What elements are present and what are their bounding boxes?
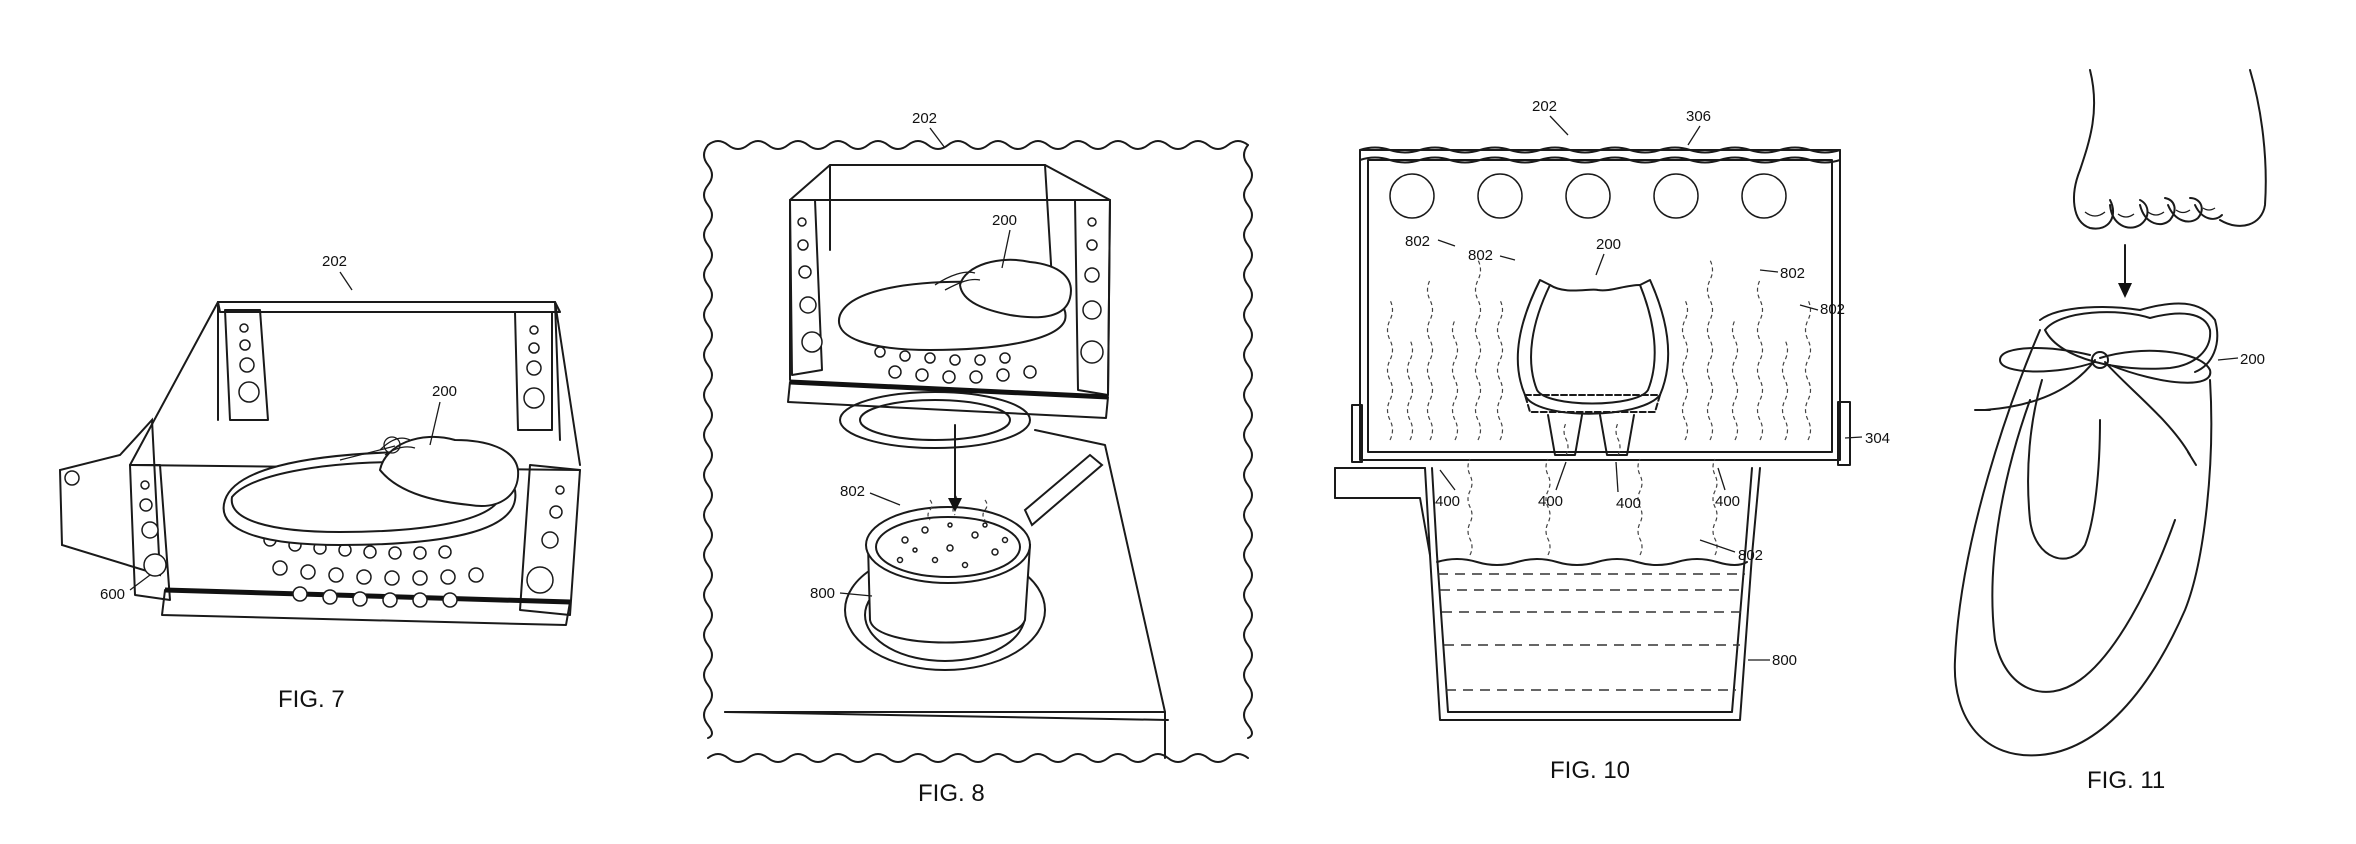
fig7-label-600: 600 [100, 586, 125, 603]
fig8-box-top [789, 164, 1111, 201]
fig11-shoe-collar [2039, 302, 2219, 373]
fig11-foot [2079, 69, 2267, 227]
fig7-label-202: 202 [322, 253, 347, 270]
fig8-label-200: 200 [992, 212, 1017, 229]
fig8-frame-right [1243, 144, 1253, 739]
fig10-label-400-c: 400 [1616, 495, 1641, 512]
fig8-shoe-upper [958, 258, 1072, 319]
fig8-post-holes [797, 217, 1104, 364]
fig8-label-800: 800 [810, 585, 835, 602]
fig8-pot-handle [1023, 453, 1104, 527]
fig10-label-306: 306 [1686, 108, 1711, 125]
fig10: 202 306 200 802 802 802 802 304 400 400 … [1334, 98, 1890, 784]
fig10-label-200: 200 [1596, 236, 1621, 253]
fig11-caption: FIG. 11 [2087, 767, 2165, 794]
fig11-laces [1974, 347, 2212, 466]
fig11-shoe-insole [2043, 311, 2212, 370]
fig10-steam [1386, 259, 1812, 556]
fig10-label-400-b: 400 [1538, 493, 1563, 510]
fig10-pot [1424, 467, 1761, 721]
fig10-label-802-e: 802 [1738, 547, 1763, 564]
fig10-box [1359, 149, 1841, 461]
fig7-label-200: 200 [432, 383, 457, 400]
fig10-left-flange [1351, 404, 1363, 463]
fig11: 200 FIG. 11 [1953, 69, 2267, 794]
fig7-tag-hole [64, 470, 80, 486]
fig10-vent-right [1599, 414, 1635, 456]
fig8-caption: FIG. 8 [918, 780, 985, 807]
fig11-label-200: 200 [2240, 351, 2265, 368]
fig8-floor-holes [874, 346, 1037, 384]
fig7-left-post [129, 464, 171, 601]
fig10-right-flange [1837, 401, 1851, 466]
fig8-label-202: 202 [912, 110, 937, 127]
fig7-shoe-upper [378, 435, 520, 507]
fig10-vent-holes [1389, 173, 1787, 219]
fig10-label-802-b: 802 [1468, 247, 1493, 264]
fig7-right-post [519, 464, 581, 616]
fig8-frame-top [707, 140, 1249, 150]
fig8-frame-bottom [707, 753, 1249, 763]
fig10-label-400-a: 400 [1435, 493, 1460, 510]
fig8-bubbles [896, 522, 1009, 569]
fig8-frame-left [703, 144, 713, 739]
fig10-label-800: 800 [1772, 652, 1797, 669]
fig10-water-surface [1436, 558, 1748, 566]
fig10-label-304: 304 [1865, 430, 1890, 447]
fig10-vent-left [1547, 414, 1583, 456]
fig11-shoe-tongue [2027, 379, 2101, 560]
fig8: 202 200 802 800 FIG. 8 [703, 110, 1253, 807]
fig7: 202 200 600 FIG. 7 [58, 253, 581, 713]
fig10-label-802-d: 802 [1820, 301, 1845, 318]
fig7-caption: FIG. 7 [278, 686, 345, 713]
fig7-box-top-back [217, 301, 561, 313]
fig8-label-802: 802 [840, 483, 865, 500]
fig11-shoe-body [1953, 329, 2213, 757]
fig10-label-802-c: 802 [1780, 265, 1805, 282]
fig10-label-802-a: 802 [1405, 233, 1430, 250]
fig7-post-holes [139, 323, 565, 594]
fig10-label-202: 202 [1532, 98, 1557, 115]
fig7-hang-tag [58, 417, 162, 577]
fig10-caption: FIG. 10 [1550, 757, 1630, 784]
fig10-label-400-d: 400 [1715, 493, 1740, 510]
